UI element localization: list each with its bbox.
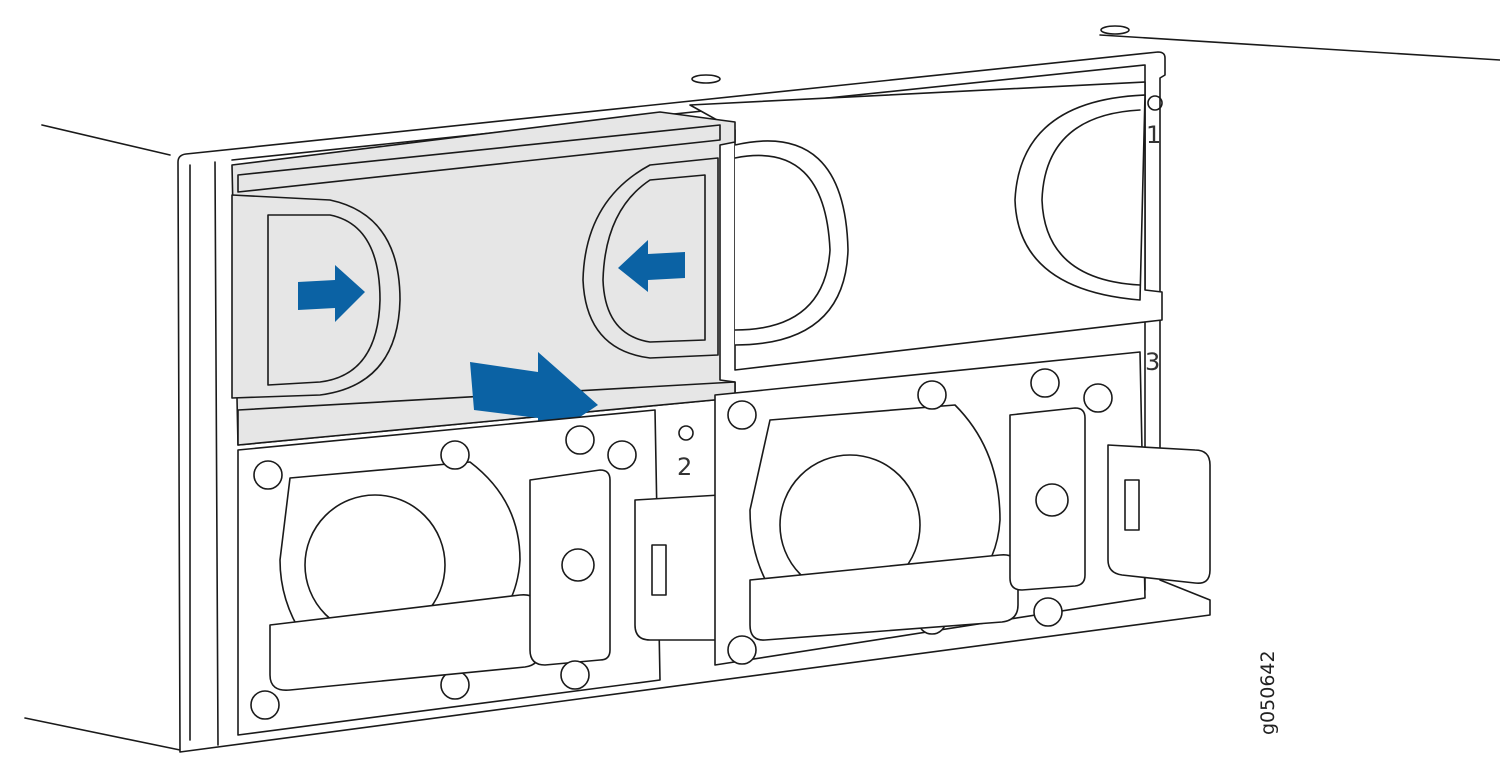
figure-id: g050642 (1257, 650, 1279, 735)
top-screw-icon (1100, 25, 1130, 35)
chassis-top-rear-edge (1099, 34, 1500, 61)
power-symbol-icon (678, 425, 694, 441)
slot-label-1: 1 (1146, 95, 1163, 149)
arrow-right-icon (298, 265, 365, 322)
svg-text:1: 1 (1146, 121, 1161, 149)
power-symbol-icon (1147, 95, 1163, 111)
arrow-left-icon (618, 240, 685, 292)
chassis-bottom-edge (24, 717, 181, 751)
svg-text:2: 2 (677, 453, 692, 481)
top-screw-icon (691, 74, 721, 84)
empty-slot-1 (689, 81, 1163, 371)
power-supply-left (237, 409, 736, 736)
chassis-top-edge (41, 124, 171, 156)
frame-left-rail-inner (214, 161, 219, 746)
svg-text:3: 3 (1145, 348, 1160, 376)
slot-label-2: 2 (677, 425, 694, 481)
slot-label-3: 3 (1145, 348, 1160, 376)
power-supply-right (714, 351, 1211, 666)
